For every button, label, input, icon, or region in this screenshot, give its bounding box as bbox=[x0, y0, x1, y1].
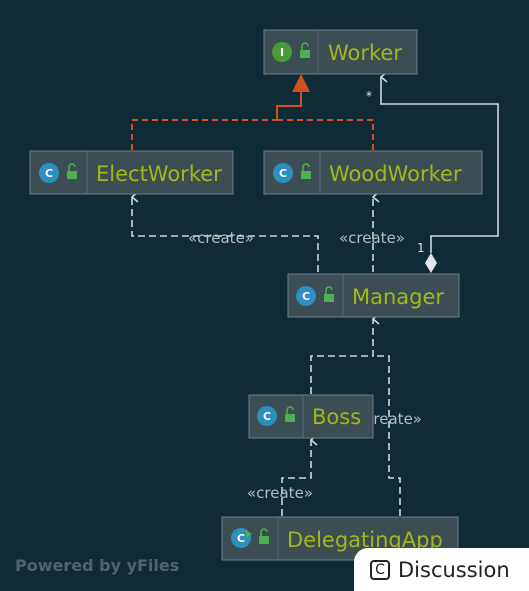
class-badge-icon bbox=[273, 163, 293, 183]
class-badge-letter: C bbox=[45, 167, 53, 180]
lock-open-icon bbox=[285, 406, 295, 422]
lock-open-icon bbox=[300, 42, 310, 58]
aggregation-edge-manager-worker bbox=[381, 77, 499, 273]
lock-open-icon bbox=[301, 163, 311, 179]
implements-edge-woodworker bbox=[277, 119, 374, 150]
class-badge-letter: C bbox=[302, 290, 310, 303]
interface-badge-icon bbox=[272, 42, 292, 62]
node-woodworker[interactable]: C WoodWorker bbox=[263, 150, 483, 195]
discussion-button[interactable]: C Discussion bbox=[354, 548, 529, 591]
node-boss[interactable]: C Boss bbox=[248, 394, 374, 439]
create-edge-boss-manager bbox=[310, 319, 373, 394]
discussion-label: Discussion bbox=[398, 557, 510, 582]
node-label-boss: Boss bbox=[312, 405, 361, 429]
node-worker[interactable]: I Worker bbox=[263, 29, 418, 75]
node-label-electworker: ElectWorker bbox=[96, 162, 222, 186]
run-icon bbox=[246, 530, 252, 538]
powered-by-label: Powered by yFiles bbox=[15, 556, 180, 575]
lock-open-icon bbox=[259, 528, 269, 544]
aggregation-diamond bbox=[425, 253, 437, 273]
edge-label-create-boss: «create» bbox=[247, 484, 313, 502]
node-label-worker: Worker bbox=[328, 41, 402, 65]
node-manager[interactable]: C Manager bbox=[287, 273, 460, 318]
node-label-manager: Manager bbox=[352, 285, 444, 309]
class-badge-icon bbox=[257, 406, 277, 426]
class-badge-letter: C bbox=[237, 532, 245, 545]
edge-label-create-electworker: «create» bbox=[188, 229, 254, 247]
implements-arrowhead bbox=[292, 74, 310, 92]
create-edge-delegatingapp-manager bbox=[373, 355, 401, 516]
multiplicity-source: 1 bbox=[417, 241, 425, 255]
class-badge-letter: C bbox=[279, 167, 287, 180]
node-electworker[interactable]: C ElectWorker bbox=[29, 150, 234, 195]
interface-badge-letter: I bbox=[280, 46, 284, 59]
lock-open-icon bbox=[324, 286, 334, 302]
implements-edge-electworker bbox=[131, 119, 277, 150]
lock-open-icon bbox=[67, 163, 77, 179]
comment-icon: C bbox=[370, 559, 390, 580]
edge-label-create-woodworker: «create» bbox=[339, 229, 405, 247]
node-label-woodworker: WoodWorker bbox=[329, 162, 462, 186]
class-badge-icon bbox=[296, 286, 316, 306]
class-badge-letter: C bbox=[263, 410, 271, 423]
create-edge-delegatingapp-boss bbox=[281, 440, 311, 516]
multiplicity-target: * bbox=[366, 89, 372, 103]
implements-edge-trunk bbox=[276, 74, 310, 120]
create-edge-manager-electworker bbox=[132, 197, 319, 272]
class-badge-icon bbox=[39, 163, 59, 183]
